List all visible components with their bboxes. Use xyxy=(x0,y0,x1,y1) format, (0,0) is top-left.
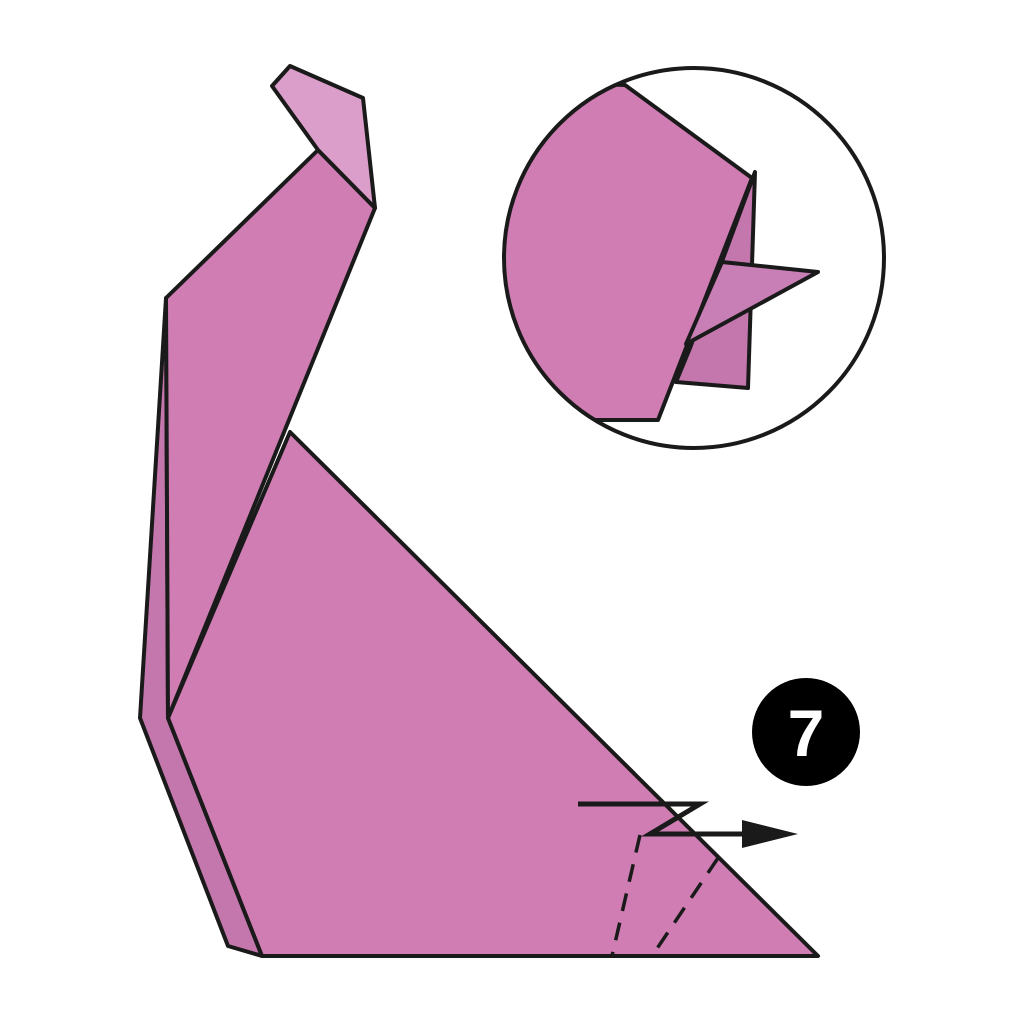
step-number: 7 xyxy=(788,696,825,770)
inset-border xyxy=(502,66,886,450)
inset-beak xyxy=(684,260,820,346)
detail-inset xyxy=(502,66,886,450)
pleat-fold-arrow xyxy=(578,801,798,848)
step-badge: 7 xyxy=(752,678,860,786)
dashed-fold-line-1 xyxy=(610,834,642,957)
body-triangle xyxy=(166,430,820,958)
dashed-fold-line-2 xyxy=(650,857,720,957)
arrowhead-icon xyxy=(742,820,798,848)
head-tip xyxy=(270,64,377,210)
